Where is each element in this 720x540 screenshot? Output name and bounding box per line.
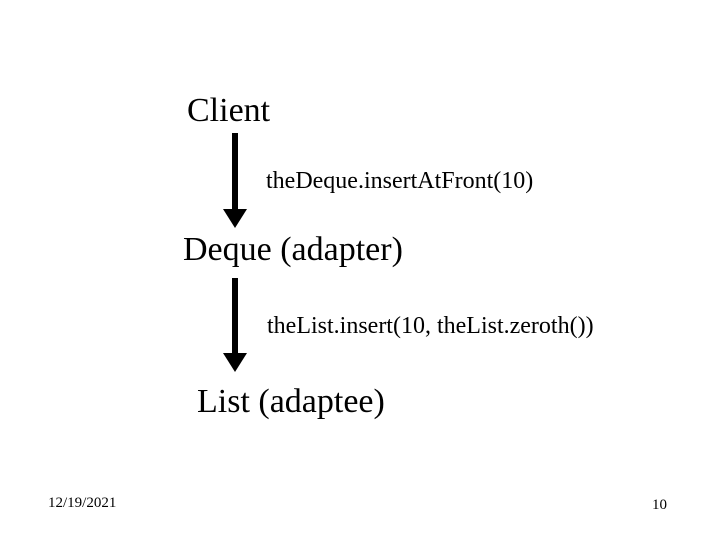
footer-page-number: 10 — [652, 497, 667, 513]
diagram-node-client: Client — [187, 92, 271, 129]
arrow-client-to-deque-line — [232, 133, 238, 211]
diagram-node-list-adaptee: List (adaptee) — [197, 383, 385, 420]
call-label-list-insert: theList.insert(10, theList.zeroth()) — [267, 313, 594, 339]
arrow-deque-to-list-head-icon — [223, 353, 247, 372]
call-label-insert-at-front: theDeque.insertAtFront(10) — [266, 168, 534, 194]
arrow-client-to-deque-head-icon — [223, 209, 247, 228]
diagram-node-deque-adapter: Deque (adapter) — [183, 231, 403, 268]
arrow-deque-to-list-line — [232, 278, 238, 355]
footer-date: 12/19/2021 — [48, 495, 117, 511]
